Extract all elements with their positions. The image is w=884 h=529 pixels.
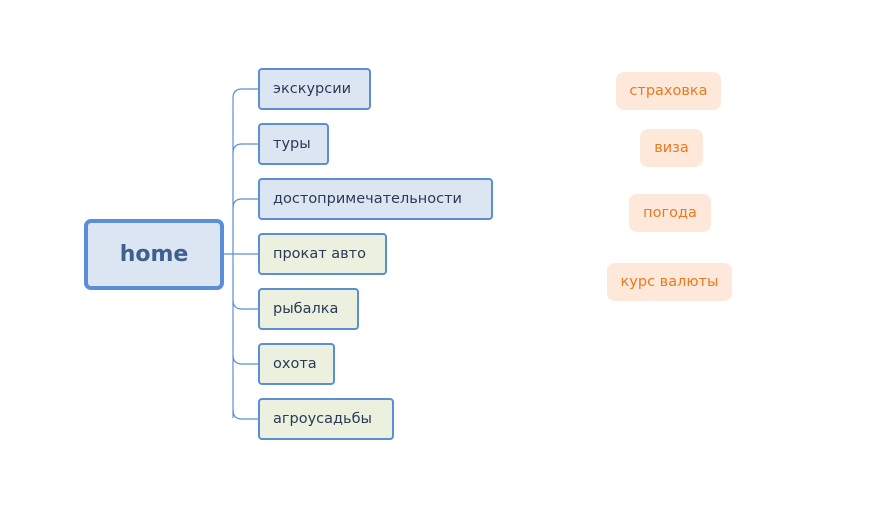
branch-topic[interactable]: рыбалка bbox=[258, 288, 359, 330]
topic-label: прокат авто bbox=[273, 246, 367, 262]
branch-topic[interactable]: агроусадьбы bbox=[258, 398, 394, 440]
branch-topic[interactable]: прокат авто bbox=[258, 233, 387, 275]
topic-label: погода bbox=[643, 205, 697, 221]
topic-label: экскурсии bbox=[273, 81, 352, 97]
topic-label: виза bbox=[654, 140, 689, 156]
branch-topic[interactable]: туры bbox=[258, 123, 329, 165]
branch-topic[interactable]: экскурсии bbox=[258, 68, 371, 110]
topic-label: достопримечательности bbox=[273, 191, 462, 207]
topic-label: охота bbox=[273, 356, 317, 372]
root-topic-home[interactable]: home bbox=[84, 219, 224, 290]
branch-topic[interactable]: достопримечательности bbox=[258, 178, 493, 220]
root-label: home bbox=[119, 242, 189, 267]
topic-label: агроусадьбы bbox=[273, 411, 372, 427]
topic-label: туры bbox=[273, 136, 311, 152]
floating-topic[interactable]: виза bbox=[640, 129, 703, 167]
topic-label: рыбалка bbox=[273, 301, 339, 317]
topic-label: курс валюты bbox=[620, 274, 719, 290]
floating-topic[interactable]: курс валюты bbox=[607, 263, 732, 301]
branch-topic[interactable]: охота bbox=[258, 343, 335, 385]
floating-topic[interactable]: страховка bbox=[616, 72, 721, 110]
topic-label: страховка bbox=[629, 83, 708, 99]
floating-topic[interactable]: погода bbox=[629, 194, 711, 232]
